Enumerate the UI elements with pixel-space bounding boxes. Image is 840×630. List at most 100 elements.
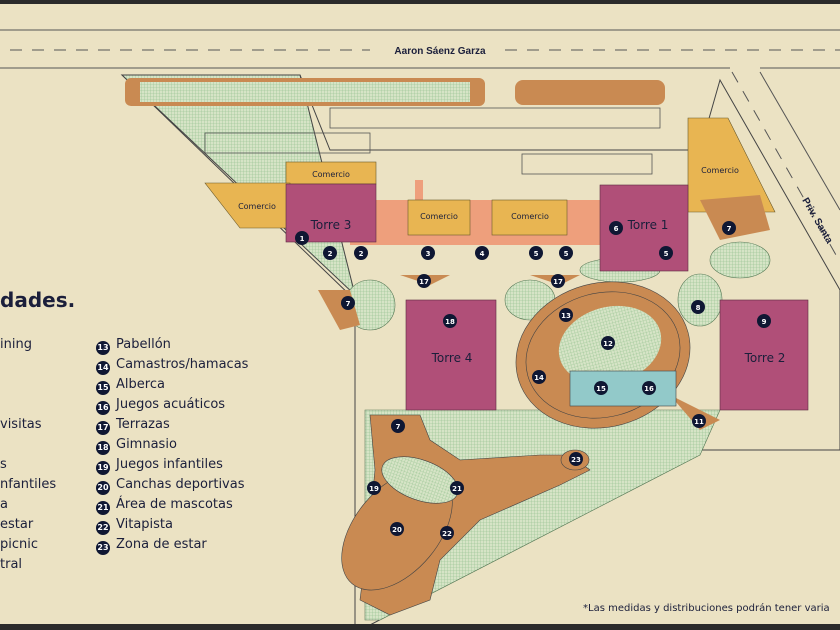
- marker-number: 5: [664, 250, 669, 258]
- marker-5: [659, 246, 673, 260]
- top-border: [0, 0, 840, 4]
- torre-2-label: Torre 2: [744, 351, 786, 365]
- marker-9: [757, 314, 771, 328]
- marker-number: 2: [359, 250, 364, 258]
- legend-label: Canchas deportivas: [116, 477, 245, 492]
- marker-number: 23: [571, 456, 581, 464]
- torre-4-label: Torre 4: [431, 351, 473, 365]
- amenity-deck: [350, 200, 610, 245]
- marker-20: [390, 522, 404, 536]
- legend-item: 21 Área de mascotas: [96, 495, 248, 515]
- marker-1: [295, 231, 309, 245]
- marker-21: [450, 481, 464, 495]
- legend-number-badge: 15: [96, 381, 110, 395]
- legend-item: 18 Gimnasio: [96, 435, 248, 455]
- marker-11: [692, 414, 706, 428]
- amenity-deck: [415, 180, 423, 205]
- legend-item: [0, 435, 56, 455]
- legend-label: Camastros/hamacas: [116, 357, 249, 372]
- marker-number: 4: [480, 250, 485, 258]
- marker-number: 8: [696, 304, 701, 312]
- marker-number: 14: [534, 374, 544, 382]
- legend-label: Zona de estar: [116, 537, 207, 552]
- legend-item: picnic: [0, 537, 39, 552]
- street-label-top: Aaron Sáenz Garza: [394, 46, 486, 57]
- marker-number: 15: [596, 385, 606, 393]
- legend-number-badge: 18: [96, 441, 110, 455]
- legend-label: Juegos acuáticos: [116, 397, 226, 412]
- marker-number: 17: [419, 278, 429, 286]
- legend-label: Vitapista: [116, 517, 173, 532]
- legend-item: 16 Juegos acuáticos: [96, 395, 248, 415]
- torre-1-label: Torre 1: [627, 218, 669, 232]
- legend-item: [0, 355, 56, 375]
- legend-item: 19 Juegos infantiles: [96, 455, 248, 475]
- marker-2: [323, 246, 337, 260]
- legend-number-badge: 23: [96, 541, 110, 555]
- legend-item: visitas: [0, 417, 42, 432]
- legend-item: tral: [0, 557, 23, 572]
- marker-16: [642, 381, 656, 395]
- torre-3-label: Torre 3: [310, 218, 352, 232]
- legend-number-badge: 22: [96, 521, 110, 535]
- marker-19: [367, 481, 381, 495]
- comercio-label: Comercio: [701, 166, 739, 175]
- marker-number: 7: [346, 300, 351, 308]
- marker-7: [341, 296, 355, 310]
- marker-number: 7: [396, 423, 401, 431]
- marker-7: [391, 419, 405, 433]
- marker-number: 21: [452, 485, 462, 493]
- marker-14: [532, 370, 546, 384]
- legend-number-badge: 16: [96, 401, 110, 415]
- marker-17: [417, 274, 431, 288]
- legend-label: Gimnasio: [116, 437, 177, 452]
- legend-item: [0, 375, 56, 395]
- legend-label: Área de mascotas: [116, 497, 233, 512]
- legend-item: 23 Zona de estar: [96, 535, 248, 555]
- legend-title: dades.: [0, 288, 76, 312]
- comercio-label: Comercio: [511, 212, 549, 221]
- marker-number: 9: [762, 318, 767, 326]
- marker-number: 1: [300, 235, 305, 243]
- marker-6: [609, 221, 623, 235]
- marker-5: [559, 246, 573, 260]
- marker-number: 17: [553, 278, 563, 286]
- marker-13: [559, 308, 573, 322]
- marker-number: 20: [392, 526, 402, 534]
- legend-label: Pabellón: [116, 337, 171, 352]
- marker-number: 19: [369, 485, 379, 493]
- legend-number-badge: 21: [96, 501, 110, 515]
- legend-number-badge: 19: [96, 461, 110, 475]
- marker-number: 22: [442, 530, 452, 538]
- legend-label: Juegos infantiles: [116, 457, 223, 472]
- marker-12: [601, 336, 615, 350]
- legend-item: s: [0, 457, 7, 472]
- marker-4: [475, 246, 489, 260]
- marker-23: [569, 452, 583, 466]
- marker-22: [440, 526, 454, 540]
- comercio-label: Comercio: [238, 202, 276, 211]
- comercio-label: Comercio: [420, 212, 458, 221]
- comercio-label: Comercio: [312, 170, 350, 179]
- marker-number: 6: [614, 225, 619, 233]
- legend-label: Terrazas: [116, 417, 170, 432]
- legend-label: Alberca: [116, 377, 165, 392]
- parking-islands: [515, 80, 665, 105]
- disclaimer-note: *Las medidas y distribuciones podrán ten…: [583, 603, 830, 614]
- marker-17: [551, 274, 565, 288]
- marker-15: [594, 381, 608, 395]
- pool: [569, 370, 677, 407]
- green-area: [140, 82, 470, 102]
- legend-item: 22 Vitapista: [96, 515, 248, 535]
- marker-7: [722, 221, 736, 235]
- marker-number: 13: [561, 312, 571, 320]
- marker-number: 2: [328, 250, 333, 258]
- legend-item: nfantiles: [0, 477, 57, 492]
